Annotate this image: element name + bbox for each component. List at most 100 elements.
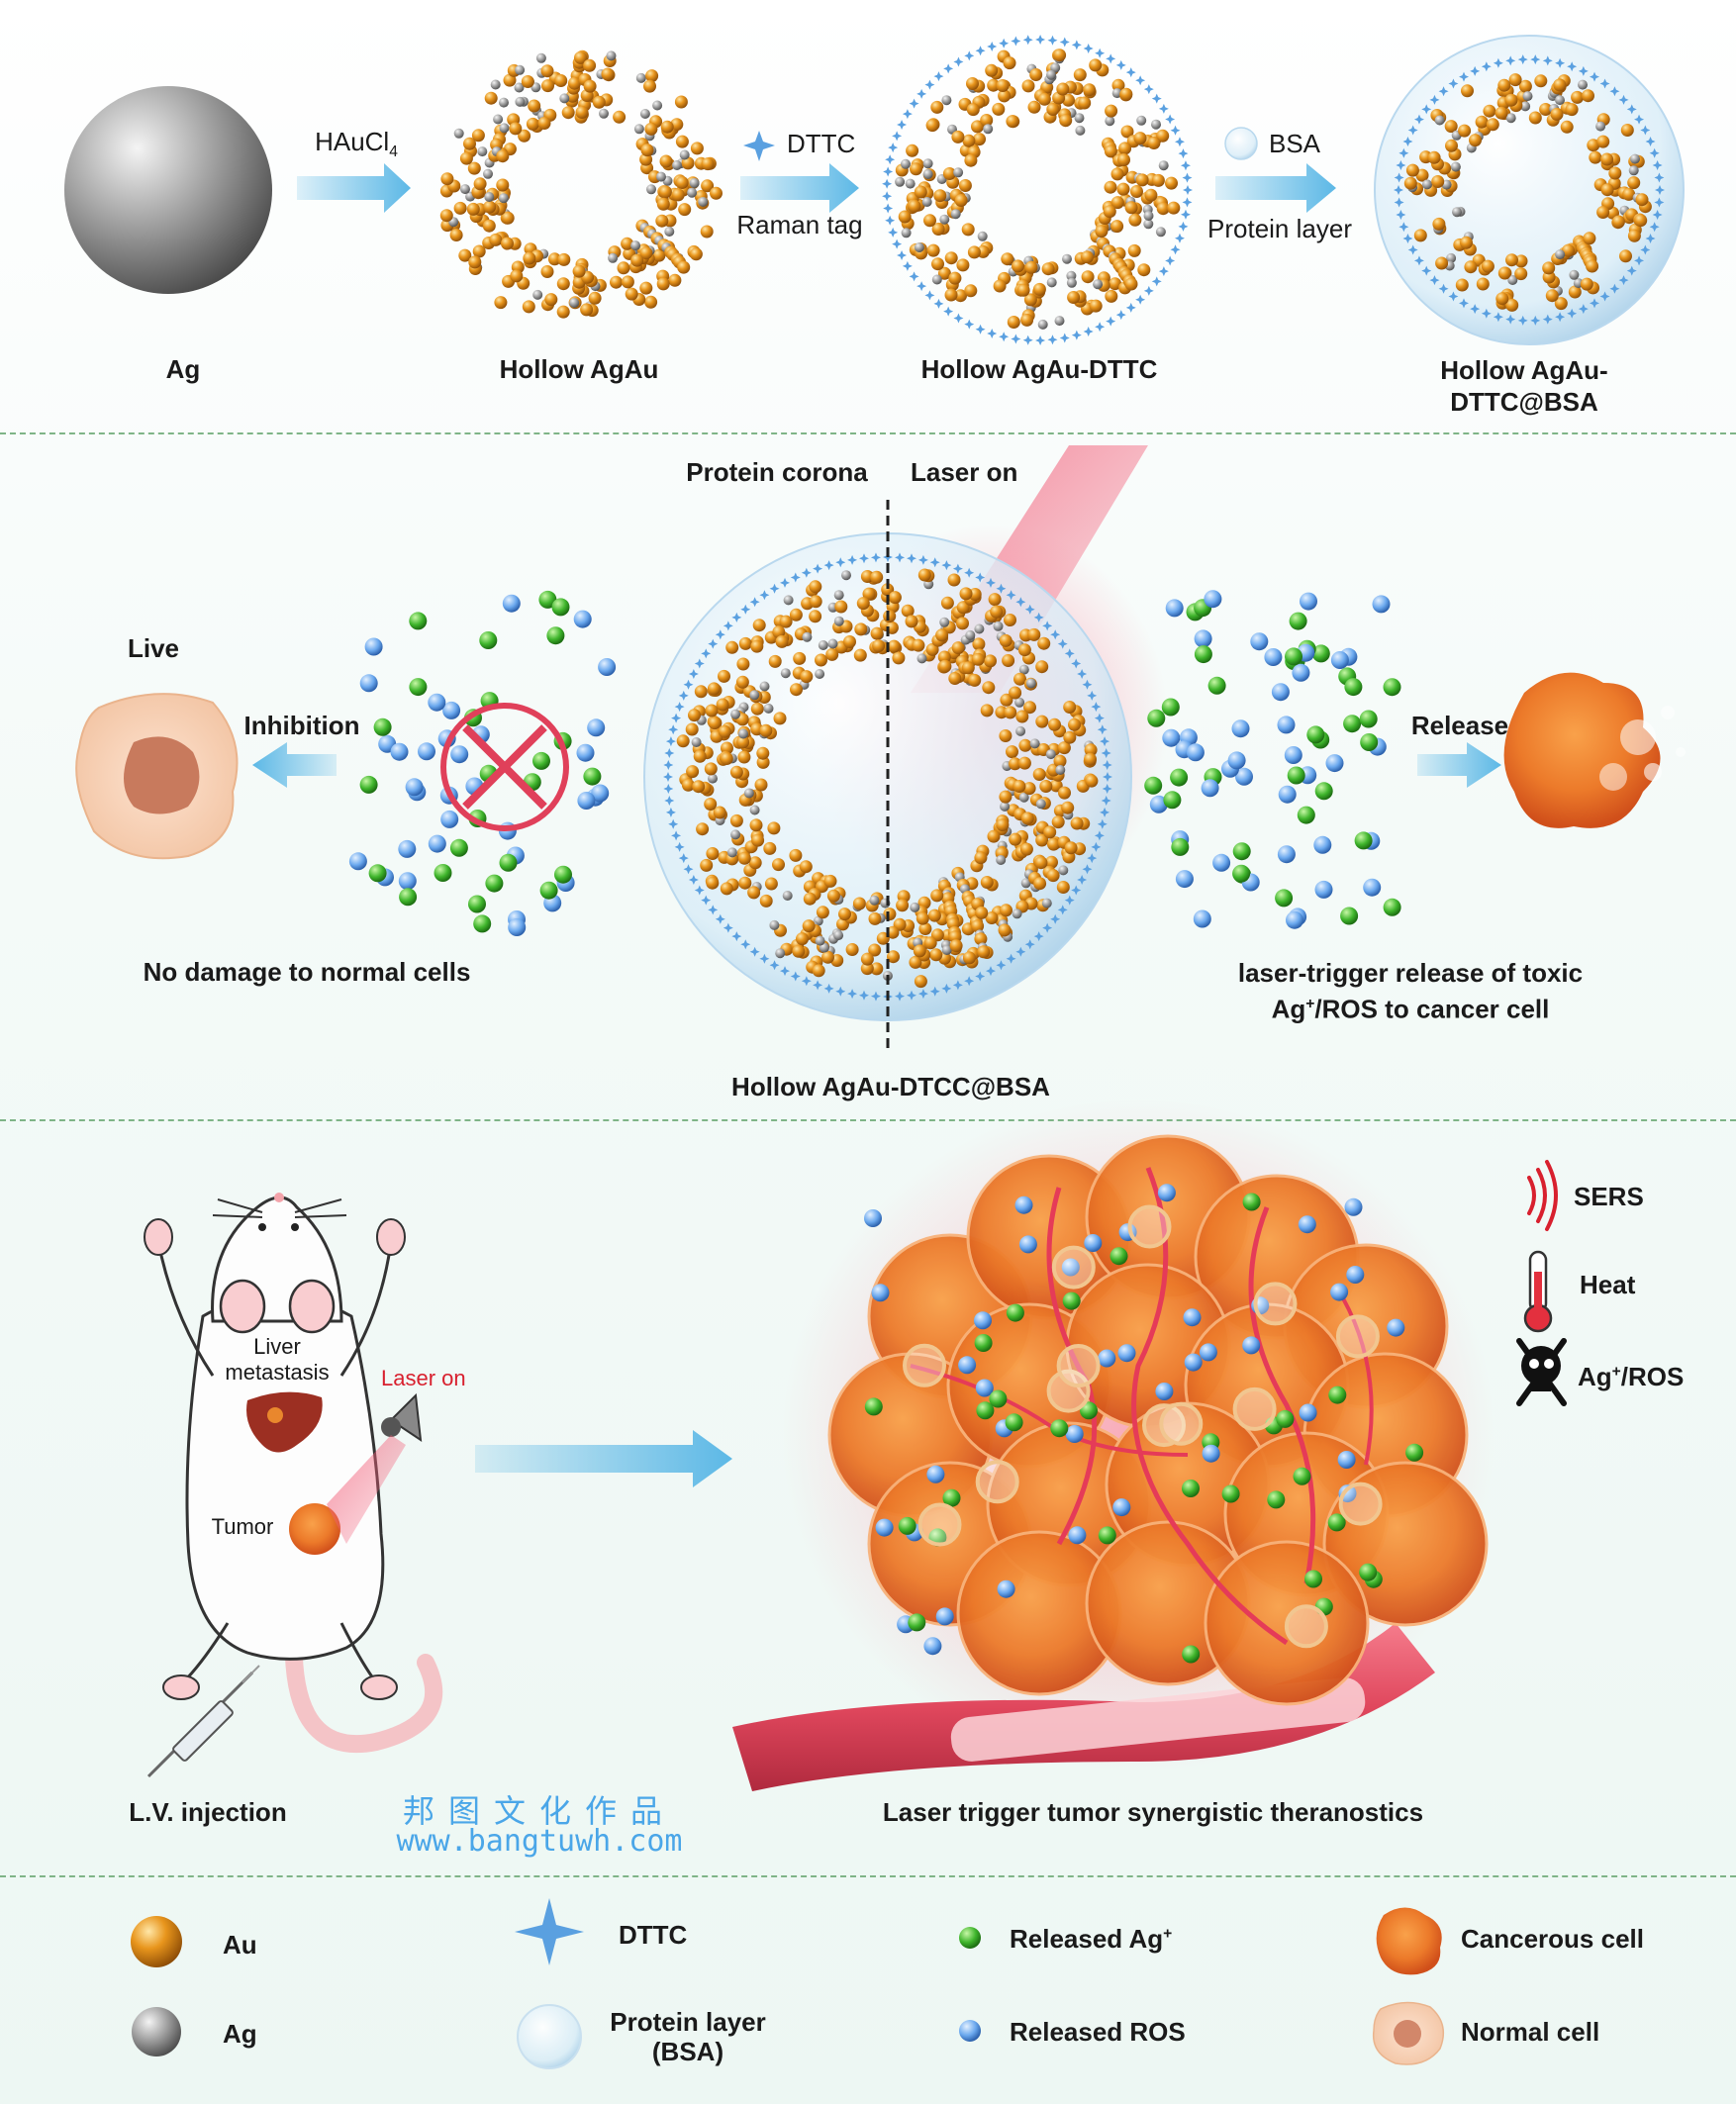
nanoparticle-in-tumor <box>1159 1401 1204 1446</box>
dttc-molecule <box>953 313 964 324</box>
released-ros <box>587 718 606 737</box>
dttc-molecule <box>1047 335 1058 345</box>
au-atom <box>720 882 733 896</box>
dttc-molecule <box>1470 304 1481 315</box>
dttc-molecule <box>723 621 733 631</box>
ag-atom <box>1422 179 1432 190</box>
au-atom <box>1135 173 1149 187</box>
laser-probe-icon <box>327 1392 423 1544</box>
dttc-molecule <box>1047 35 1058 46</box>
au-atom <box>971 120 984 134</box>
dttc-molecule <box>941 983 952 994</box>
reagent-dttc: DTTC <box>787 129 856 158</box>
au-atom <box>917 568 931 582</box>
ag-atom <box>738 728 748 739</box>
au-atom <box>1027 100 1041 114</box>
dttc-molecule <box>823 560 834 571</box>
au-atom <box>1004 614 1016 626</box>
dttc-molecule <box>1022 335 1033 345</box>
released-ros <box>1313 835 1332 854</box>
dttc-molecule <box>1170 125 1181 136</box>
nanoparticle-in-tumor <box>1127 1204 1172 1249</box>
released-ros <box>576 743 595 762</box>
au-atom <box>1035 660 1049 674</box>
separator-2 <box>0 1119 1736 1121</box>
ag-atom <box>514 82 525 93</box>
dttc-molecule <box>1151 93 1162 104</box>
au-atom <box>1608 166 1622 180</box>
au-atom <box>901 604 915 618</box>
released-ros <box>1330 651 1349 669</box>
ag-atom <box>931 274 942 285</box>
au-atom <box>1611 215 1625 229</box>
dttc-molecule <box>882 191 893 202</box>
au-atom <box>610 275 623 289</box>
ag-atom <box>1520 101 1531 112</box>
au-atom <box>644 122 658 136</box>
released-ros <box>359 674 378 693</box>
au-atom <box>975 906 989 919</box>
au-atom <box>1041 262 1055 276</box>
released-ag-ion <box>1359 710 1378 728</box>
au-atom <box>467 161 481 175</box>
au-atom <box>473 177 487 191</box>
au-atom <box>838 908 851 921</box>
dttc-molecule <box>1517 315 1528 326</box>
ag-atom <box>599 108 609 119</box>
ag-atom <box>833 616 844 626</box>
au-atom <box>1562 243 1575 257</box>
au-atom <box>1032 282 1046 296</box>
released-ag-ion <box>551 598 570 617</box>
au-atom <box>1023 293 1037 307</box>
au-atom <box>701 157 715 171</box>
released-ag-ion <box>1171 837 1190 856</box>
au-atom <box>737 750 751 764</box>
released-ag-ion <box>1207 676 1226 695</box>
dttc-molecule <box>1634 114 1645 125</box>
released-ros <box>1235 767 1253 786</box>
theranostics-caption: Laser trigger tumor synergistic theranos… <box>882 1797 1424 1827</box>
released-ag-ion <box>1405 1443 1424 1462</box>
au-atom <box>689 247 703 261</box>
au-atom <box>1504 93 1518 107</box>
au-atom <box>1627 229 1641 242</box>
au-atom <box>1015 710 1029 723</box>
au-atom <box>738 876 752 890</box>
au-atom <box>1600 152 1614 166</box>
nanoparticle-in-tumor <box>1232 1387 1277 1431</box>
au-atom <box>1020 812 1034 825</box>
au-atom <box>1119 87 1133 101</box>
bsa-sphere-icon <box>1224 127 1258 160</box>
ag-atom <box>633 124 644 135</box>
released-ros <box>923 1637 942 1656</box>
dttc-molecule <box>1183 185 1193 195</box>
au-atom <box>1105 104 1118 118</box>
au-atom <box>913 944 926 958</box>
au-atom <box>896 899 910 912</box>
au-atom <box>749 818 763 832</box>
ag-atom <box>914 242 924 252</box>
au-atom <box>1046 103 1060 116</box>
au-atom <box>756 755 770 769</box>
reagent-haucl4-text: HAuCl <box>315 127 390 156</box>
dttc-molecule <box>1517 54 1528 65</box>
au-atom <box>541 79 554 93</box>
dttc-molecule <box>759 953 770 964</box>
au-atom <box>1103 205 1116 219</box>
released-ag-ion <box>976 1401 995 1420</box>
dttc-molecule <box>1645 136 1656 146</box>
dttc-molecule <box>1567 61 1578 72</box>
au-atom <box>472 244 486 258</box>
dttc-molecule <box>1493 312 1503 323</box>
dttc-molecule <box>897 249 908 260</box>
au-atom <box>996 818 1010 832</box>
au-atom <box>1016 283 1030 297</box>
dttc-molecule <box>1115 59 1126 70</box>
dttc-molecule <box>723 922 733 933</box>
released-ag-ion <box>554 865 572 884</box>
au-atom <box>1415 168 1429 182</box>
au-atom <box>1027 627 1041 641</box>
dttc-molecule <box>1094 713 1105 723</box>
released-ros <box>1204 590 1222 609</box>
ag-atom <box>1507 275 1518 285</box>
